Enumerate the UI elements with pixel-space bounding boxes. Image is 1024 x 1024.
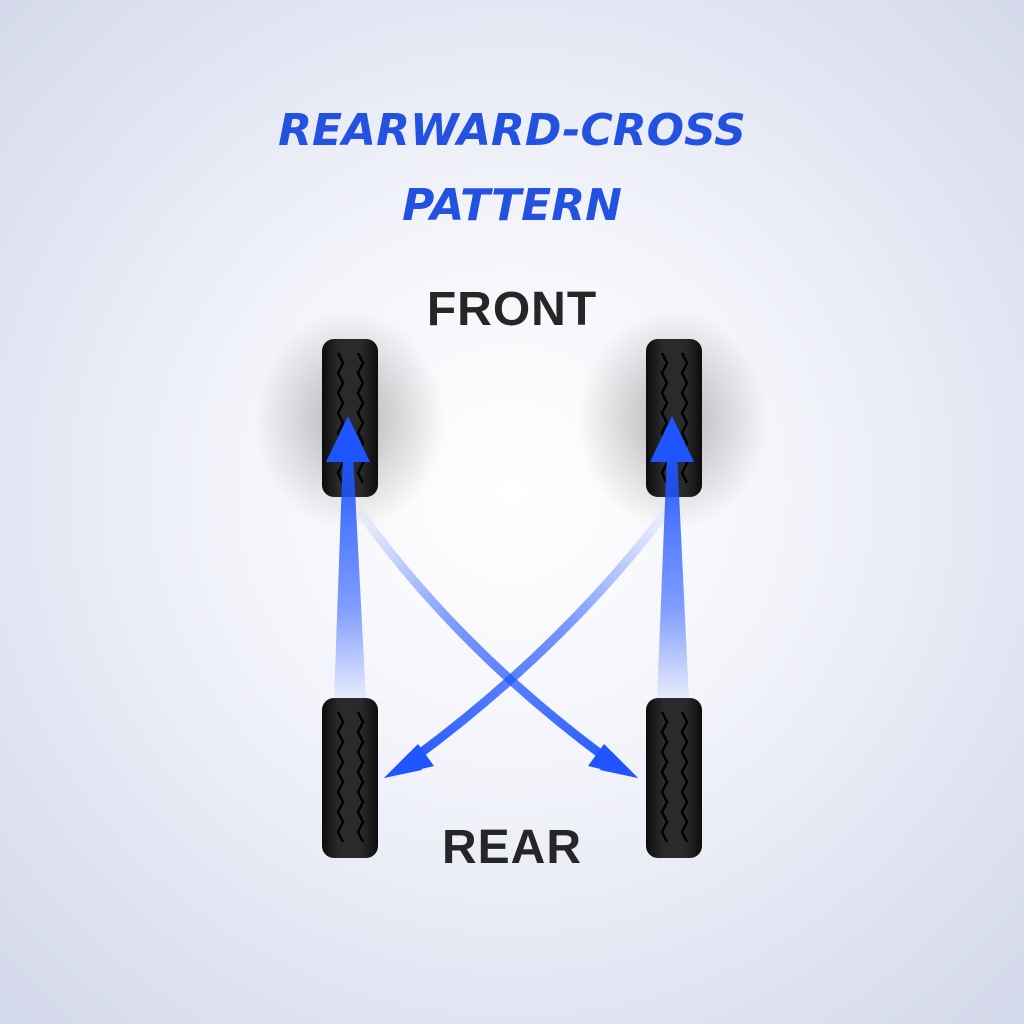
arrow-rear-left-to-front-left — [326, 416, 370, 700]
tire-rear-right — [646, 698, 702, 858]
diagram-title-line-2: PATTERN — [402, 180, 622, 231]
front-label: FRONT — [426, 283, 598, 336]
arrow-front-left-to-rear-right — [357, 510, 638, 778]
tire-rear-left — [322, 698, 378, 858]
rear-label: REAR — [441, 821, 582, 874]
arrow-rear-right-to-front-right — [650, 416, 694, 700]
arrow-front-right-to-rear-left — [384, 510, 669, 778]
diagram-title-line-1: REARWARD-CROSS — [278, 105, 746, 156]
